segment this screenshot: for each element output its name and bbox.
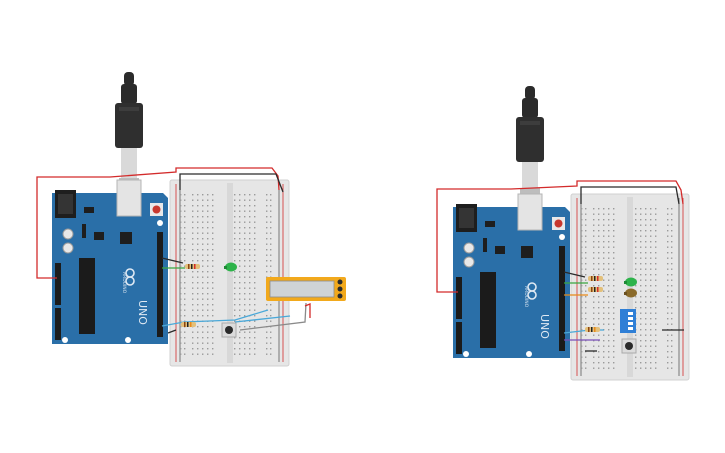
wire-black-gnd2	[563, 271, 586, 278]
wire-gray	[239, 302, 307, 331]
board-brand-label: ARDUINO	[523, 286, 529, 308]
wire-black-gnd	[179, 173, 284, 193]
arduino-uno-board[interactable]: UNO ARDUINO	[52, 179, 168, 344]
breadboard[interactable]	[169, 179, 290, 367]
analog-header	[55, 308, 61, 340]
capacitor	[62, 228, 74, 240]
resistor[interactable]	[588, 287, 603, 292]
analog-header	[456, 322, 462, 354]
wires	[36, 167, 311, 334]
wire-red-5v	[436, 188, 511, 293]
circuit-left: UNO ARDUINO	[36, 72, 346, 367]
wire-black-bottom	[167, 329, 177, 334]
led-green[interactable]	[624, 277, 637, 287]
board-model-label: UNO	[538, 314, 551, 339]
circuit-right: UNO ARDUINO	[436, 86, 690, 381]
capacitor	[463, 242, 475, 254]
microcontroller-chip	[79, 258, 95, 334]
usb-port	[517, 193, 543, 231]
led-brown[interactable]	[624, 288, 637, 298]
microcontroller-chip	[480, 272, 496, 348]
wire-red-rail	[510, 180, 684, 205]
resistor[interactable]	[588, 276, 603, 281]
wire-black-gnd2	[161, 257, 184, 264]
board-brand-label: ARDUINO	[121, 272, 127, 294]
pushbutton[interactable]	[221, 322, 237, 338]
wire-black-gnd	[580, 186, 680, 205]
resistor[interactable]	[185, 264, 200, 269]
digital-header	[559, 246, 565, 351]
digital-header	[157, 232, 163, 337]
capacitor	[463, 256, 475, 268]
arduino-uno-board[interactable]: UNO ARDUINO	[453, 193, 570, 358]
arduino-logo	[125, 268, 135, 286]
arduino-logo	[527, 282, 537, 300]
wire-blue	[161, 309, 269, 327]
usb-port	[116, 179, 142, 217]
wire-red-lcd	[304, 303, 311, 318]
dip-switch[interactable]	[620, 309, 636, 333]
capacitor	[62, 242, 74, 254]
usb-cable[interactable]	[115, 72, 143, 184]
board-model-label: UNO	[136, 300, 149, 325]
led-green[interactable]	[224, 262, 237, 272]
lcd-display[interactable]	[266, 277, 346, 301]
wire-lightblue	[234, 315, 291, 323]
wire-red-5v	[36, 176, 110, 279]
pushbutton[interactable]	[621, 338, 637, 354]
power-header	[456, 277, 462, 319]
resistor[interactable]	[585, 327, 600, 332]
power-header	[55, 263, 61, 305]
resistor[interactable]	[181, 322, 196, 327]
breadboard[interactable]	[570, 193, 690, 381]
wires	[436, 180, 684, 352]
usb-cable[interactable]	[516, 86, 544, 194]
breadboard-holes	[581, 208, 673, 369]
